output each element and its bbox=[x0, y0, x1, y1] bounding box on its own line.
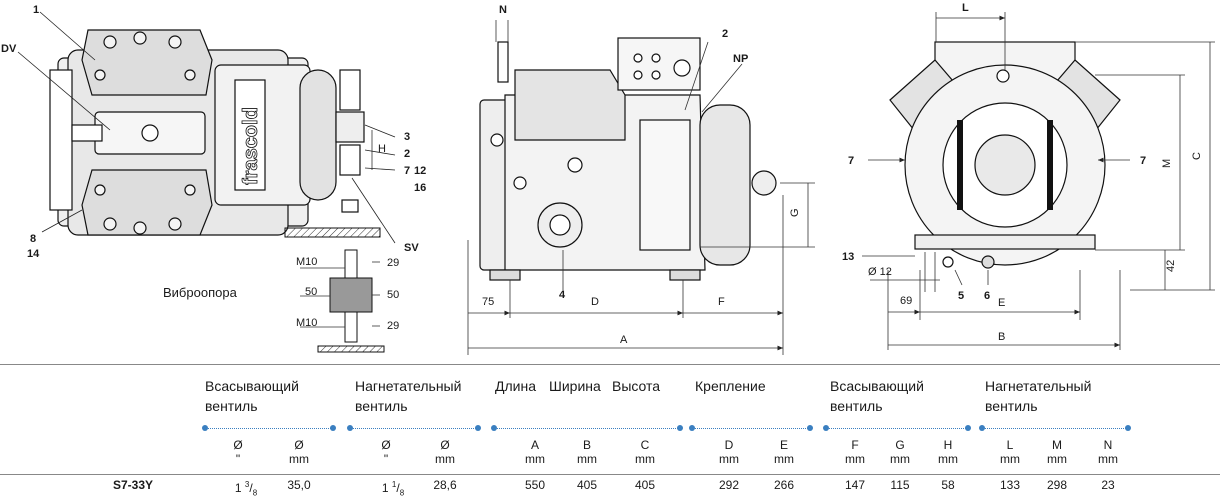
header-length: Длина bbox=[495, 378, 536, 394]
logo: frascold bbox=[240, 107, 262, 185]
dim-42: 42 bbox=[1165, 260, 1177, 272]
value-suction-mm: 35,0 bbox=[287, 478, 311, 492]
callout-3: 3 bbox=[404, 131, 410, 143]
dim-m10-bottom: M10 bbox=[296, 317, 317, 329]
dim-f: F bbox=[718, 296, 725, 308]
dim-69: 69 bbox=[900, 295, 912, 307]
value-a: 550 bbox=[524, 478, 546, 492]
value-c: 405 bbox=[634, 478, 656, 492]
dim-50-left: 50 bbox=[305, 286, 317, 298]
callout-2-right: 2 bbox=[722, 28, 728, 40]
value-f: 147 bbox=[844, 478, 866, 492]
model-name: S7-33Y bbox=[113, 478, 154, 492]
value-e: 266 bbox=[773, 478, 795, 492]
callout-7-front-right: 7 bbox=[1140, 155, 1146, 167]
sub-suction-inch: Ø" bbox=[233, 438, 243, 466]
dim-h: H bbox=[378, 143, 386, 155]
sub-discharge-inch: Ø" bbox=[381, 438, 391, 466]
value-suction-inch: 1 3/8 bbox=[234, 480, 258, 498]
value-discharge-inch: 1 1/8 bbox=[381, 480, 405, 498]
callout-dv: DV bbox=[1, 43, 17, 55]
callout-14: 14 bbox=[27, 248, 40, 260]
dim-50-right: 50 bbox=[387, 289, 399, 301]
value-discharge-mm: 28,6 bbox=[433, 478, 457, 492]
callout-7-front-left: 7 bbox=[848, 155, 854, 167]
header-discharge-valve: Нагнетательный вентиль bbox=[355, 378, 462, 414]
dim-g: G bbox=[789, 208, 801, 217]
callout-16: 16 bbox=[414, 182, 426, 194]
group-rule-mounting bbox=[689, 425, 813, 431]
dim-d: D bbox=[591, 296, 599, 308]
value-g: 115 bbox=[890, 478, 910, 492]
callout-5: 5 bbox=[958, 290, 964, 302]
dim-29-top: 29 bbox=[387, 257, 399, 269]
table-top-rule bbox=[0, 364, 1220, 365]
header-suction-valve-2: Всасывающий вентиль bbox=[830, 378, 924, 414]
group-rule-dimensions bbox=[491, 425, 683, 431]
callout-4: 4 bbox=[559, 289, 566, 301]
vibration-mount bbox=[317, 249, 385, 353]
base-plate-hatch bbox=[284, 227, 381, 238]
dim-a: A bbox=[620, 334, 628, 346]
vibration-mount-caption: Виброопора bbox=[163, 285, 238, 300]
callout-8: 8 bbox=[30, 233, 36, 245]
group-rule-discharge bbox=[347, 425, 481, 431]
dim-29-bottom: 29 bbox=[387, 320, 399, 332]
header-mounting: Крепление bbox=[695, 378, 766, 394]
callout-1: 1 bbox=[33, 4, 39, 16]
header-suction-valve: Всасывающий вентиль bbox=[205, 378, 299, 414]
dim-m10-top: M10 bbox=[296, 256, 317, 268]
dim-d12: Ø 12 bbox=[868, 266, 892, 278]
value-h: 58 bbox=[941, 478, 955, 492]
side-view bbox=[479, 37, 777, 281]
top-view bbox=[49, 29, 365, 236]
callout-2-left: 2 bbox=[404, 148, 410, 160]
dim-b: B bbox=[998, 331, 1005, 343]
header-discharge-valve-2: Нагнетательный вентиль bbox=[985, 378, 1092, 414]
value-n: 23 bbox=[1101, 478, 1115, 492]
group-rule-suction-2 bbox=[823, 425, 971, 431]
callout-13: 13 bbox=[842, 251, 854, 263]
callout-7-left: 7 bbox=[404, 165, 410, 177]
value-l: 133 bbox=[999, 478, 1021, 492]
dim-75: 75 bbox=[482, 296, 494, 308]
callout-sv: SV bbox=[404, 242, 419, 254]
group-rule-suction bbox=[202, 425, 336, 431]
header-height: Высота bbox=[612, 378, 661, 394]
technical-drawing: frascold M10 50 M10 29 50 29 Виброопора … bbox=[1, 2, 1215, 355]
callout-l: L bbox=[962, 2, 969, 14]
callout-np: NP bbox=[733, 53, 748, 65]
table-row-rule bbox=[0, 474, 1220, 475]
dim-e: E bbox=[998, 297, 1005, 309]
value-m: 298 bbox=[1046, 478, 1068, 492]
front-view bbox=[889, 41, 1121, 269]
callout-6: 6 bbox=[984, 290, 990, 302]
header-width: Ширина bbox=[549, 378, 601, 394]
dim-m: M bbox=[1161, 159, 1173, 168]
callout-n: N bbox=[499, 4, 507, 16]
value-b: 405 bbox=[576, 478, 598, 492]
spec-table: Всасывающий вентиль Нагнетательный венти… bbox=[0, 364, 1220, 497]
dim-c: C bbox=[1191, 152, 1203, 160]
group-rule-discharge-2 bbox=[979, 425, 1131, 431]
value-d: 292 bbox=[718, 478, 740, 492]
callout-12: 12 bbox=[414, 165, 426, 177]
